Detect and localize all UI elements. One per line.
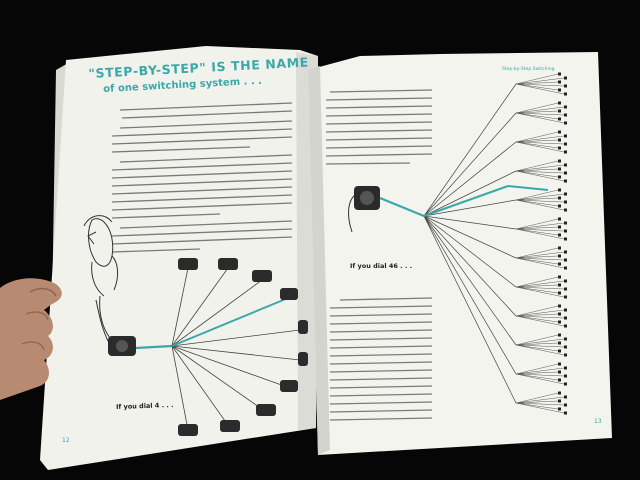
switch-fans: [515, 72, 567, 415]
telephone-icons: [178, 258, 308, 436]
right-body-text: [325, 89, 433, 421]
fan-link: [423, 199, 517, 217]
fan-cluster: [515, 101, 567, 125]
fan-link: [423, 215, 517, 288]
fan-cluster: [515, 72, 567, 96]
fan-link: [423, 215, 517, 230]
fan-link: [423, 83, 517, 217]
fan-cluster: [515, 188, 567, 212]
fan-link: [423, 215, 517, 404]
fan-cluster: [515, 130, 567, 154]
fan-link: [423, 215, 517, 375]
left-page-number: 12: [62, 437, 70, 444]
fan-cluster: [515, 159, 567, 183]
fan-link: [423, 141, 517, 217]
fan-cluster: [515, 217, 567, 241]
right-page: [308, 52, 612, 455]
hand: [0, 278, 62, 400]
right-running-header: Step-by-Step Switching: [502, 67, 555, 72]
left-body-text: [111, 102, 293, 253]
right-page-number: 13: [594, 418, 602, 425]
left-page: [40, 46, 318, 470]
fan-cluster: [515, 333, 567, 357]
fan-link: [423, 170, 517, 217]
fan-link: [423, 215, 517, 259]
right-switch-diagram: [348, 72, 567, 415]
fan-link: [423, 215, 517, 346]
fan-link: [423, 112, 517, 217]
left-switch-diagram: [95, 258, 308, 436]
man-sketch: [83, 215, 119, 339]
fan-cluster: [515, 275, 567, 299]
fan-cluster: [515, 304, 567, 328]
right-diagram-caption: If you dial 46 . . .: [350, 262, 413, 270]
fan-cluster: [515, 362, 567, 386]
fan-cluster: [515, 246, 567, 270]
fan-link: [423, 215, 517, 317]
fan-cluster: [515, 391, 567, 415]
